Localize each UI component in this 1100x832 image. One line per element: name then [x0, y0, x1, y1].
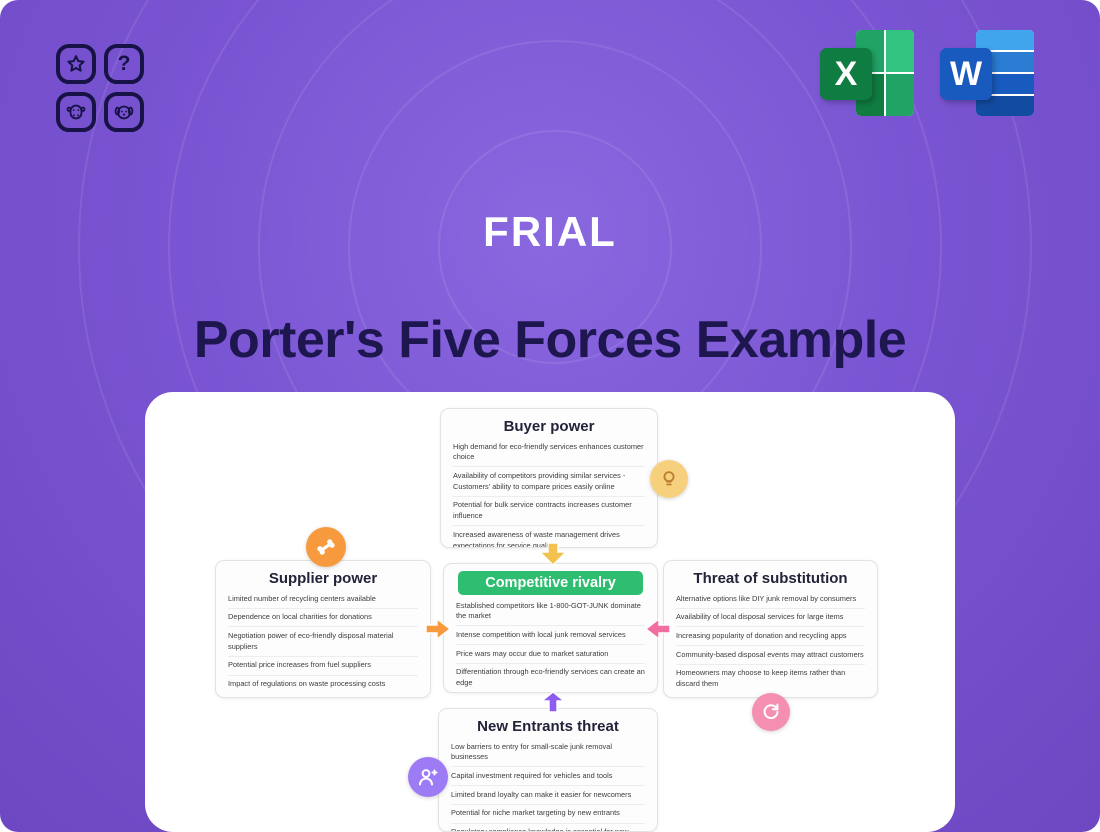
- bullet-item: Potential price increases from fuel supp…: [228, 657, 418, 676]
- supplier-power-box: Supplier power Limited number of recycli…: [215, 560, 431, 698]
- bullet-item: High demand for eco-friendly services en…: [453, 438, 645, 468]
- bullet-item: Increasing popularity of donation and re…: [676, 627, 865, 647]
- bullet-list: High demand for eco-friendly services en…: [453, 438, 645, 548]
- box-title: New Entrants threat: [477, 718, 619, 735]
- cow-icon: [56, 92, 96, 132]
- lightbulb-icon: [650, 460, 688, 498]
- box-title: Supplier power: [268, 570, 378, 587]
- word-icon[interactable]: W: [940, 28, 1038, 120]
- question-icon: ?: [104, 44, 144, 84]
- bullet-item: Dependence on local charities for donati…: [228, 609, 418, 628]
- bullet-item: Price wars may occur due to market satur…: [456, 645, 645, 664]
- competitive-rivalry-box: Competitive rivalry Established competit…: [443, 563, 658, 693]
- bullet-item: Limited brand loyalty can make it easier…: [451, 786, 645, 805]
- arrow-up-icon: [540, 691, 566, 713]
- threat-of-substitution-box: Threat of substitution Alternative optio…: [663, 560, 878, 698]
- bullet-list: Limited number of recycling centers avai…: [228, 590, 418, 693]
- star-icon: [56, 44, 96, 84]
- bullet-item: Negotiation power of eco-friendly dispos…: [228, 627, 418, 657]
- bullet-item: Low barriers to entry for small-scale ju…: [451, 738, 645, 768]
- arrow-right-icon: [425, 617, 451, 641]
- bullet-list: Alternative options like DIY junk remova…: [676, 590, 865, 693]
- excel-letter: X: [820, 48, 872, 100]
- page-title: Porter's Five Forces Example: [193, 311, 907, 369]
- person-add-icon: [408, 757, 448, 797]
- box-title: Buyer power: [503, 418, 595, 435]
- bullet-item: Regulatory compliance knowledge is essen…: [451, 827, 629, 832]
- buyer-power-box: Buyer power High demand for eco-friendly…: [440, 408, 658, 548]
- brand-logo: ?: [56, 44, 144, 132]
- bullet-item: Capital investment required for vehicles…: [451, 767, 645, 787]
- bullet-item: Homeowners may choose to keep items rath…: [676, 668, 846, 689]
- excel-icon[interactable]: X: [820, 28, 918, 120]
- new-entrants-threat-box: New Entrants threat Low barriers to entr…: [438, 708, 658, 832]
- brand-name: FRIAL: [483, 208, 617, 255]
- bullet-item: Intense competition with local junk remo…: [456, 626, 645, 646]
- dog-icon: [104, 92, 144, 132]
- bullet-item: Community-based disposal events may attr…: [676, 646, 865, 665]
- diagram-card: Buyer power High demand for eco-friendly…: [145, 392, 955, 832]
- bullet-item: Limited number of recycling centers avai…: [228, 590, 418, 609]
- bullet-item: Potential for bulk service contracts inc…: [453, 497, 645, 527]
- arrow-left-icon: [645, 617, 671, 641]
- arrow-down-icon: [538, 542, 568, 566]
- bullet-list: Established competitors like 1-800-GOT-J…: [456, 597, 645, 692]
- bone-icon: [306, 527, 346, 567]
- bullet-list: Low barriers to entry for small-scale ju…: [451, 738, 645, 832]
- bullet-item: Differentiation through eco-friendly ser…: [456, 664, 645, 692]
- bullet-item: Potential for niche market targeting by …: [451, 805, 645, 824]
- box-title: Competitive rivalry: [458, 571, 643, 595]
- bullet-item: Availability of local disposal services …: [676, 609, 865, 628]
- bullet-item: Availability of competitors providing si…: [453, 467, 645, 497]
- bullet-item: Increased awareness of waste management …: [453, 529, 620, 548]
- word-letter: W: [940, 48, 992, 100]
- bullet-item: Alternative options like DIY junk remova…: [676, 590, 865, 609]
- bullet-item: Established competitors like 1-800-GOT-J…: [456, 597, 645, 627]
- box-title: Threat of substitution: [693, 570, 848, 587]
- bullet-item: Impact of regulations on waste processin…: [228, 679, 386, 689]
- refresh-icon: [752, 693, 790, 731]
